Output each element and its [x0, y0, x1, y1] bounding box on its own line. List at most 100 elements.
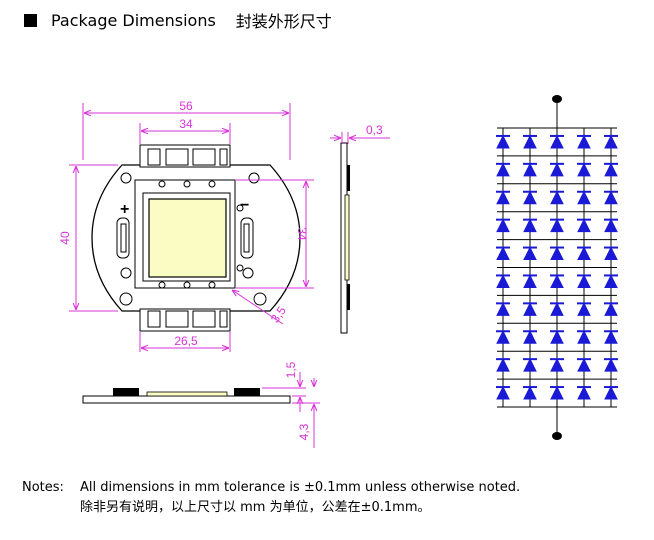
front-pad-left	[113, 388, 139, 396]
led-diode-icon	[550, 162, 564, 177]
dim-4-3	[292, 378, 320, 448]
front-view: 1,5 4,3	[82, 361, 320, 448]
led-diode-icon	[550, 190, 564, 205]
led-diode-icon	[523, 274, 537, 288]
title-bullet	[24, 13, 37, 27]
dim-40-label: 40	[58, 231, 72, 245]
led-diode-icon	[604, 162, 618, 177]
circuit-wires	[497, 99, 617, 436]
notes-line-1: All dimensions in mm tolerance is ±0.1mm…	[80, 480, 521, 495]
led-diode-icon	[550, 358, 564, 372]
led-diode-icon	[550, 302, 564, 316]
dim-1-5	[262, 372, 306, 412]
drawing: + − 56 34 40 34	[58, 95, 618, 448]
led-diode-icon	[496, 218, 510, 233]
dim-34-top-label: 34	[179, 117, 193, 131]
led-diode-icon	[577, 274, 591, 288]
led-diode-icon	[604, 190, 618, 205]
led-diode-icon	[577, 330, 591, 344]
led-diode-icon	[577, 302, 591, 316]
dim-26-5	[139, 332, 231, 352]
led-diode-icon	[550, 246, 564, 261]
dim-34-top	[139, 123, 231, 144]
led-diode-icon	[496, 190, 510, 205]
dim-0-3	[330, 132, 390, 144]
hole-leader	[232, 290, 284, 325]
chip-holes	[158, 180, 244, 289]
led-diode-icon	[496, 162, 510, 177]
title-english: Package Dimensions	[51, 10, 216, 30]
dim-56	[82, 103, 291, 160]
led-diode-icon	[523, 330, 537, 344]
led-diode-icon	[577, 218, 591, 233]
led-diode-icon	[604, 218, 618, 233]
led-diode-icon	[550, 385, 564, 400]
terminal-top	[552, 95, 562, 103]
led-diode-icon	[496, 246, 510, 261]
led-diode-icon	[523, 246, 537, 261]
terminal-bottom	[552, 432, 562, 440]
dim-34-right	[236, 179, 314, 289]
dim-0-3-label: 0,3	[366, 123, 383, 137]
led-diode-icon	[577, 385, 591, 400]
led-diode-icon	[523, 385, 537, 400]
led-diode-icon	[523, 358, 537, 372]
led-diode-icon	[604, 358, 618, 372]
led-chip	[148, 198, 227, 278]
dim-40	[69, 164, 118, 312]
led-diode-icon	[604, 134, 618, 149]
side-pad-bottom	[347, 284, 350, 310]
led-diode-icon	[550, 218, 564, 233]
notes: Notes: All dimensions in mm tolerance is …	[22, 478, 520, 518]
top-tabs	[139, 144, 231, 168]
dim-1-5-label: 1,5	[284, 361, 298, 378]
led-diode-icon	[496, 358, 510, 372]
side-chip	[344, 194, 350, 281]
header: Package Dimensions 封装外形尺寸	[24, 8, 332, 32]
chip-border	[142, 192, 231, 282]
inner-frame	[134, 179, 236, 289]
led-diode-icon	[523, 162, 537, 177]
front-pad-right	[234, 388, 260, 396]
polarity-plus: +	[120, 201, 129, 218]
led-diode-icon	[604, 385, 618, 400]
led-diode-icon	[550, 274, 564, 288]
front-chip	[146, 391, 228, 397]
led-diode-icon	[604, 274, 618, 288]
led-diode-icon	[496, 330, 510, 344]
led-diode-icon	[577, 358, 591, 372]
led-diode-icon	[496, 134, 510, 149]
led-diode-icon	[523, 134, 537, 149]
led-diode-icon	[604, 330, 618, 344]
led-diode-icon	[496, 385, 510, 400]
notes-line-2: 除非另有说明，以上尺寸以 mm 为单位，公差在±0.1mm。	[80, 500, 431, 515]
side-pads	[116, 217, 254, 259]
led-diode-icon	[496, 302, 510, 316]
notes-label: Notes:	[22, 480, 64, 495]
dim-34-right-label: 34	[295, 227, 309, 241]
led-diode-icon	[604, 246, 618, 261]
led-diode-icon	[523, 218, 537, 233]
led-diode-icon	[550, 134, 564, 149]
led-diode-icon	[577, 162, 591, 177]
bottom-tabs	[139, 308, 231, 332]
dim-4-3-label: 4,3	[297, 423, 311, 440]
top-view: + − 56 34 40 34	[58, 99, 314, 352]
led-diode-icon	[577, 190, 591, 205]
led-diode-icon	[550, 330, 564, 344]
led-circuit	[496, 95, 618, 440]
dim-56-label: 56	[179, 99, 193, 113]
led-diode-icon	[604, 302, 618, 316]
led-diode-icon	[523, 190, 537, 205]
side-pad-top	[347, 165, 350, 191]
mount-holes	[119, 172, 267, 306]
led-diode-icon	[523, 302, 537, 316]
circuit-leds	[496, 134, 618, 400]
led-diode-icon	[577, 134, 591, 149]
title-chinese: 封装外形尺寸	[235, 12, 332, 31]
side-view: 0,3	[330, 123, 390, 334]
led-diode-icon	[496, 274, 510, 288]
front-board	[82, 395, 291, 404]
led-diode-icon	[577, 246, 591, 261]
dim-26-5-label: 26,5	[174, 334, 198, 348]
